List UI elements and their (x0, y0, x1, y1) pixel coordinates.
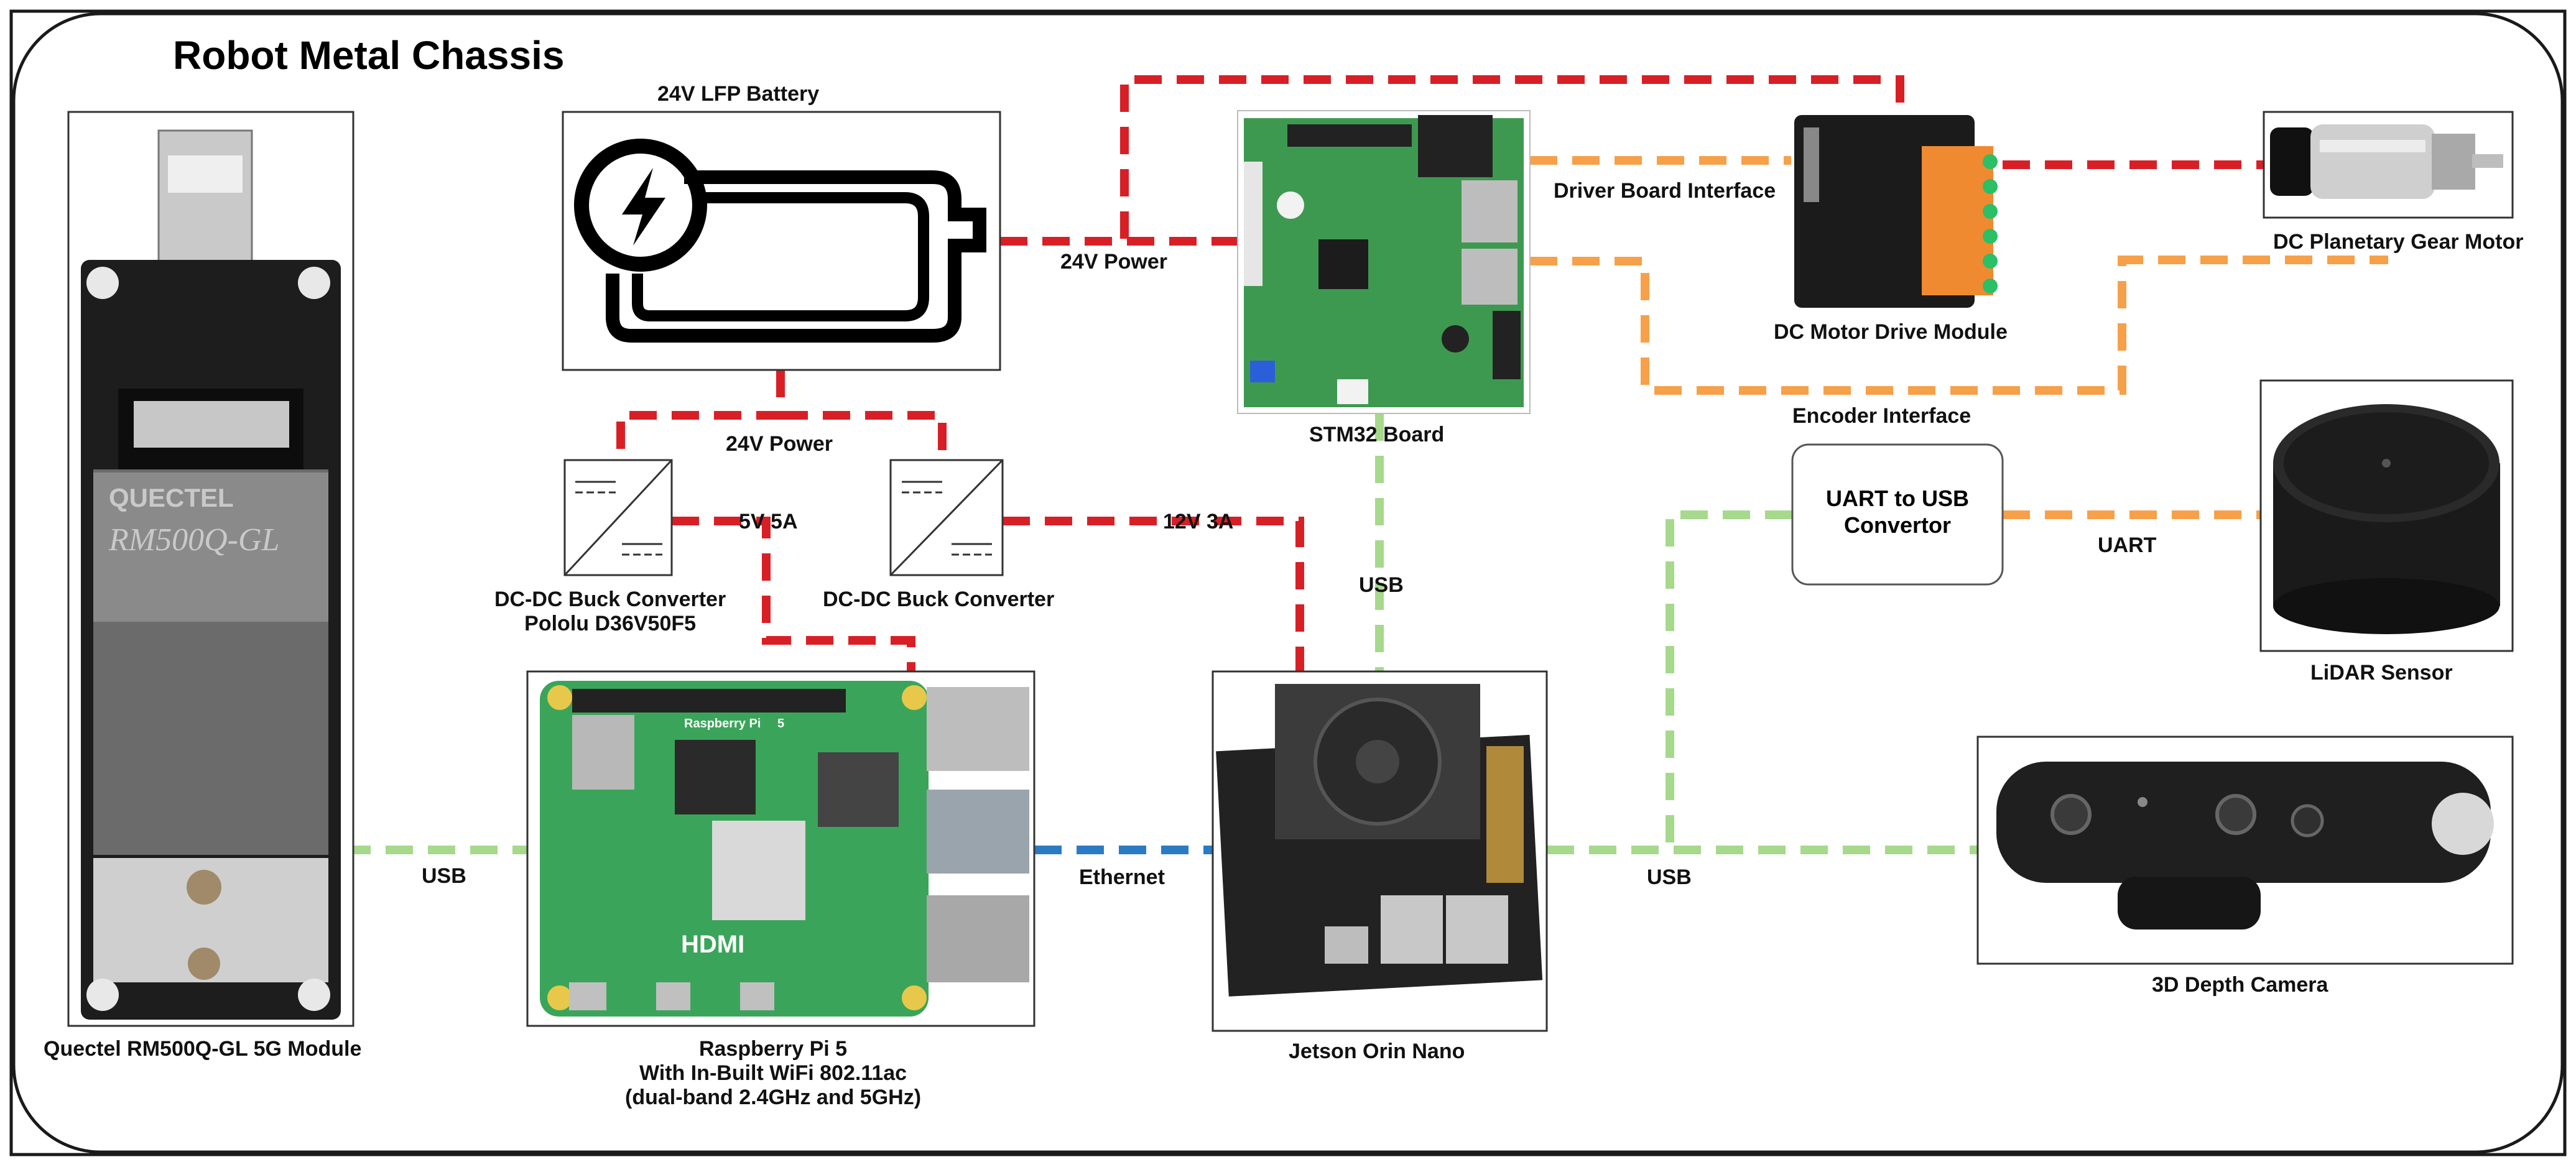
encoder-interface-label: Encoder Interface (1792, 404, 1971, 428)
uart-converter-box (1791, 443, 2004, 586)
svg-text:Raspberry Pi: Raspberry Pi (684, 717, 761, 731)
modem-label: Quectel RM500Q-GL 5G Module (44, 1037, 362, 1061)
power-line-battery-stm32 (1000, 75, 1904, 246)
power-5v-label: 5V 5A (739, 510, 798, 533)
power-line-battery-buck2 (781, 411, 947, 460)
diagram-title: Robot Metal Chassis (173, 33, 565, 78)
svg-text:HDMI: HDMI (681, 931, 744, 958)
motor-driver-label: DC Motor Drive Module (1774, 320, 2008, 344)
stm32-label: STM32 Board (1309, 423, 1445, 446)
ethernet-label: Ethernet (1079, 865, 1165, 889)
quectel-module-image: QUECTEL RM500Q-GL (67, 111, 354, 1027)
raspberry-pi-label: Raspberry Pi 5 With In-Built WiFi 802.11… (625, 1037, 922, 1110)
usb-stm32-label: USB (1359, 573, 1404, 597)
buck-converter-1-icon (563, 459, 673, 576)
power-12v-label: 12V 3A (1163, 510, 1234, 533)
lidar-label: LiDAR Sensor (2310, 661, 2453, 685)
svg-text:5: 5 (777, 717, 784, 731)
svg-text:QUECTEL: QUECTEL (109, 483, 234, 512)
chassis-outline (12, 12, 2564, 1154)
power-line-5v (672, 517, 915, 671)
uart-converter-label: UART to USB Convertor (1826, 486, 1969, 538)
outer-frame (9, 9, 2567, 1156)
jetson-image (1212, 670, 1548, 1032)
lidar-image (2259, 379, 2514, 652)
power-24v-bottom-label: 24V Power (726, 432, 833, 456)
battery-box (562, 111, 1001, 371)
svg-text:RM500Q-GL: RM500Q-GL (108, 522, 279, 558)
buck-converter-2-icon (889, 459, 1004, 576)
power-line-12v (1003, 517, 1304, 671)
depth-camera-label: 3D Depth Camera (2152, 973, 2328, 997)
depth-camera-image (1976, 736, 2514, 965)
power-24v-top-label: 24V Power (1060, 250, 1167, 274)
jetson-label: Jetson Orin Nano (1289, 1040, 1465, 1063)
battery-label: 24V LFP Battery (657, 82, 820, 106)
stm32-board-image (1237, 110, 1531, 414)
usb-jetson-label: USB (1647, 865, 1692, 889)
gear-motor-label: DC Planetary Gear Motor (2273, 230, 2524, 254)
usb-line-uart-jetson (1666, 510, 1792, 850)
lightning-icon (574, 139, 707, 272)
buck1-label: DC-DC Buck Converter Pololu D36V50F5 (494, 588, 726, 636)
raspberry-pi-image: Raspberry Pi 5 HDMI (526, 670, 1035, 1027)
gear-motor-image (2263, 111, 2514, 219)
usb-modem-label: USB (422, 864, 466, 888)
buck2-label: DC-DC Buck Converter (823, 588, 1055, 611)
motor-driver-image (1791, 112, 2003, 311)
uart-label: UART (2098, 533, 2157, 557)
driver-interface-label: Driver Board Interface (1554, 179, 1776, 203)
encoder-interface-line (1530, 256, 2388, 395)
power-line-battery-bucks (616, 370, 785, 460)
